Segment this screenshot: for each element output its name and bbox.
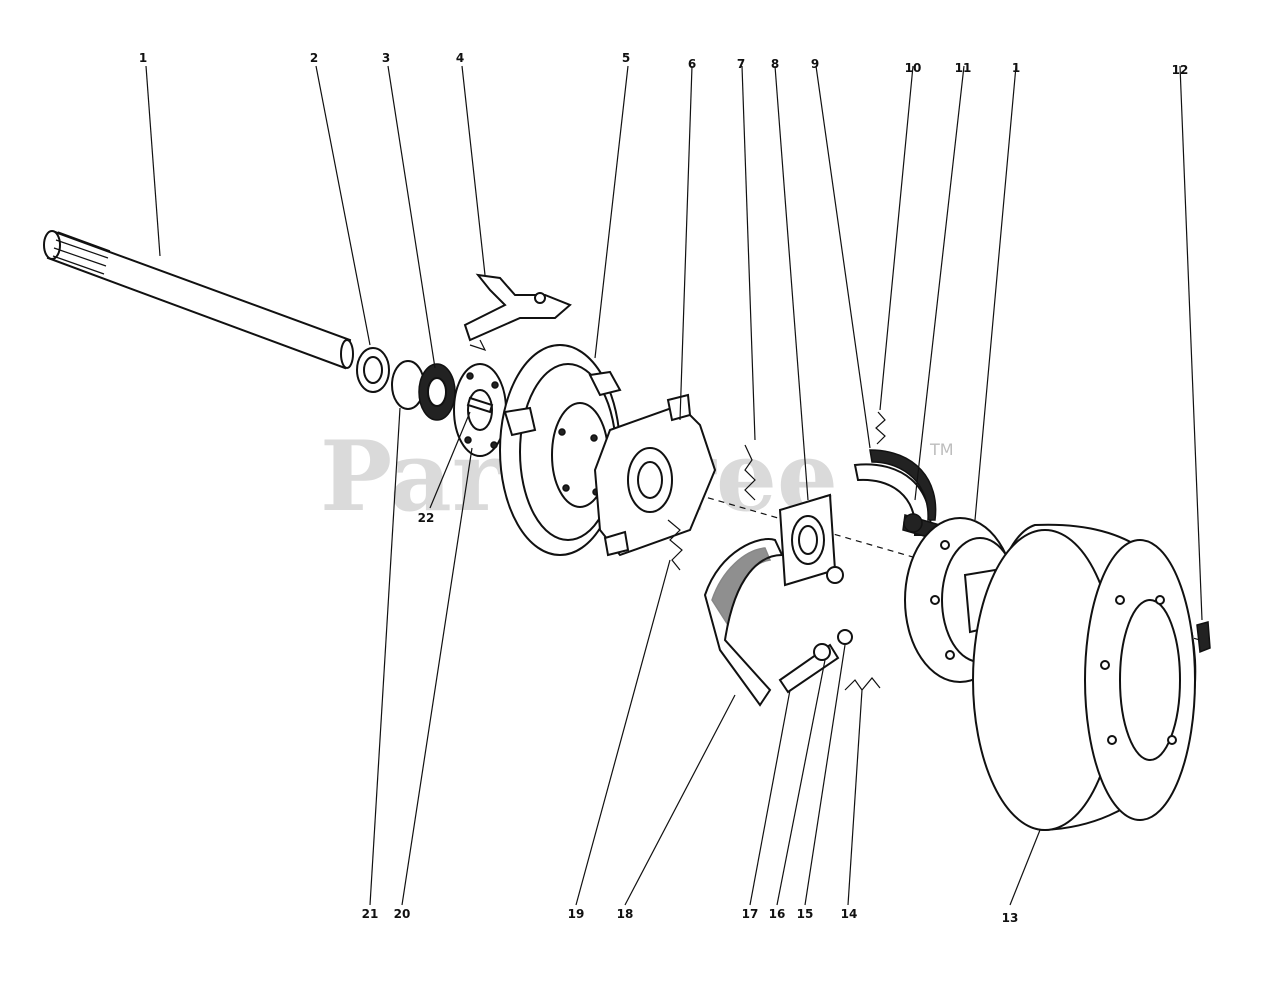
nut bbox=[1196, 621, 1211, 654]
shoe-bracket bbox=[593, 393, 717, 557]
spring-lower bbox=[667, 519, 683, 571]
callout-12: 12 bbox=[1172, 63, 1189, 77]
watermark-tm: TM bbox=[929, 440, 954, 459]
callout-6: 6 bbox=[688, 57, 696, 71]
retainer-plate bbox=[453, 363, 507, 457]
callout-18: 18 bbox=[617, 907, 634, 921]
callout-7: 7 bbox=[737, 57, 745, 71]
callout-1: 1 bbox=[139, 51, 147, 65]
callout-21: 21 bbox=[362, 907, 379, 921]
callouts-bottom: 21 20 19 18 17 16 15 14 13 bbox=[362, 907, 1019, 925]
axle-shaft bbox=[43, 230, 354, 370]
callout-15: 15 bbox=[797, 907, 814, 921]
spring bbox=[744, 444, 756, 501]
callout-8: 8 bbox=[771, 57, 779, 71]
callout-20: 20 bbox=[394, 907, 411, 921]
brake-lever bbox=[463, 273, 572, 352]
pin bbox=[466, 396, 494, 414]
backing-plate bbox=[499, 344, 622, 556]
callout-10: 10 bbox=[905, 61, 922, 75]
bearing bbox=[391, 360, 456, 421]
brake-shoe-lower bbox=[703, 538, 784, 707]
brake-drum bbox=[972, 523, 1197, 832]
callout-17: 17 bbox=[742, 907, 759, 921]
callout-5: 5 bbox=[622, 51, 630, 65]
callout-22: 22 bbox=[418, 511, 435, 525]
spring-small bbox=[875, 411, 886, 445]
callout-4: 4 bbox=[456, 51, 464, 65]
adjuster-assembly bbox=[778, 566, 881, 694]
gasket-plate bbox=[778, 493, 837, 587]
callout-11: 11 bbox=[955, 61, 972, 75]
callout-9: 9 bbox=[811, 57, 819, 71]
callouts-top: 1 2 3 4 5 6 7 8 9 10 11 1 12 bbox=[139, 51, 1189, 77]
callout-2: 2 bbox=[310, 51, 318, 65]
seal bbox=[356, 347, 390, 393]
leader-lines bbox=[145, 65, 1203, 906]
callout-1-right: 1 bbox=[1012, 61, 1020, 75]
callout-16: 16 bbox=[769, 907, 786, 921]
callout-14: 14 bbox=[841, 907, 858, 921]
callout-3: 3 bbox=[382, 51, 390, 65]
callout-13: 13 bbox=[1002, 911, 1019, 925]
callout-19: 19 bbox=[568, 907, 585, 921]
